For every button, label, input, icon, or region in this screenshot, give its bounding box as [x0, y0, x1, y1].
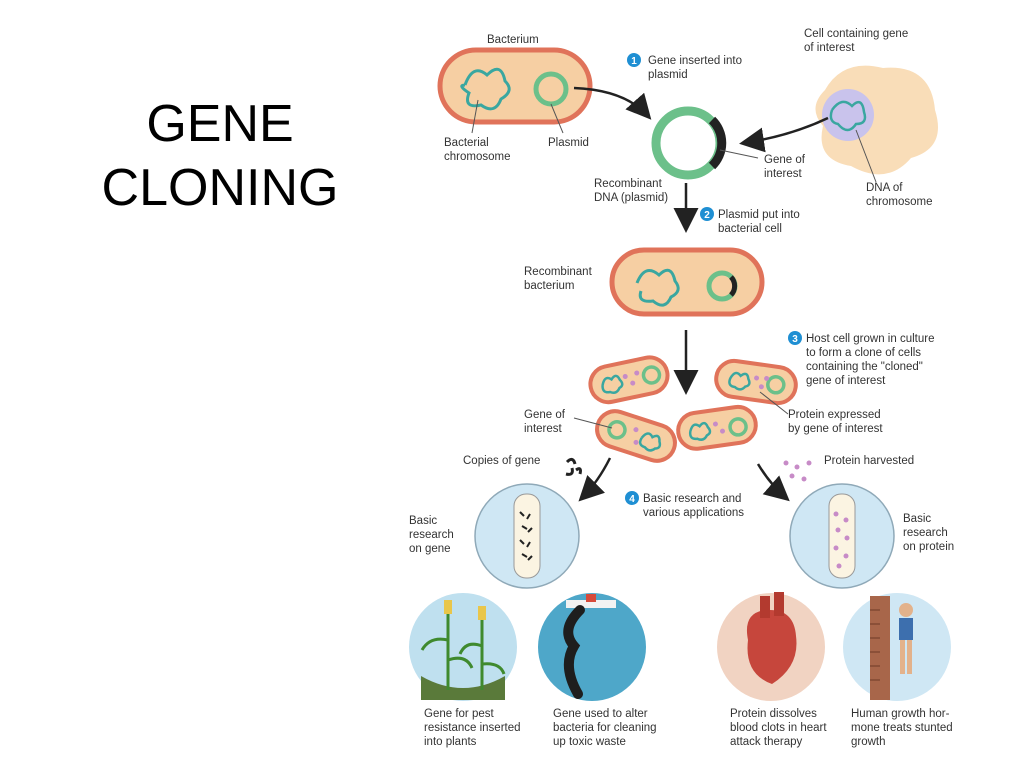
arrow-to-gene-research — [578, 457, 612, 502]
svg-text:1: 1 — [631, 56, 637, 67]
label-basic-research-protein: Basic research on protein — [903, 513, 954, 553]
label-dna-of-chromosome: DNA of chromosome — [866, 182, 932, 208]
step-badge-4: 4 — [625, 491, 639, 505]
recombinant-bacterium — [609, 247, 765, 317]
label-gene-of-interest-mid: Gene of interest — [524, 409, 568, 435]
harvested-protein — [783, 460, 812, 482]
label-copies-of-gene: Copies of gene — [463, 455, 540, 467]
label-app-heart: Protein dissolves blood clots in heart a… — [730, 708, 830, 748]
svg-text:2: 2 — [704, 210, 710, 221]
leader-lines — [471, 99, 877, 429]
label-protein-harvested: Protein harvested — [824, 455, 914, 467]
label-step-4: Basic research and various applications — [643, 493, 745, 519]
label-gene-of-interest-top: Gene of interest — [764, 154, 808, 180]
step-badge-1: 1 — [627, 53, 641, 67]
label-cell-containing-gene: Cell containing gene of interest — [804, 28, 911, 54]
label-plasmid: Plasmid — [548, 137, 589, 149]
slide-title: GENE CLONING — [60, 92, 380, 220]
slide-title-line-2: CLONING — [101, 159, 339, 217]
label-app-bacteria: Gene used to alter bacteria for cleaning… — [553, 708, 660, 748]
bacterial-chromosome — [460, 67, 511, 111]
chromosome-dna — [829, 100, 867, 132]
label-recombinant-bacterium: Recombinant bacterium — [524, 266, 595, 292]
label-recombinant-dna: Recombinant DNA (plasmid) — [594, 178, 668, 204]
clone-cells — [588, 355, 798, 463]
label-basic-research-gene: Basic research on gene — [409, 515, 457, 555]
label-bacterium: Bacterium — [487, 34, 539, 46]
label-app-growth: Human growth hor- mone treats stunted gr… — [851, 708, 956, 748]
label-step-3: Host cell grown in culture to form a clo… — [806, 333, 938, 387]
gene-research-circle — [474, 483, 580, 589]
application-plants-image — [409, 593, 517, 701]
protein-research-circle — [789, 483, 895, 589]
top-arrows — [573, 86, 829, 395]
application-toxic-waste-image — [538, 593, 646, 701]
label-protein-expressed: Protein expressed by gene of interest — [788, 409, 884, 435]
svg-text:4: 4 — [629, 494, 635, 505]
label-step-1: Gene inserted into plasmid — [648, 55, 745, 81]
clone-cell-4 — [676, 404, 758, 451]
step-badge-2: 2 — [700, 207, 714, 221]
application-growth-image — [843, 593, 951, 701]
label-bacterial-chromosome: Bacterial chromosome — [444, 137, 510, 163]
clone-cell-1 — [588, 355, 670, 405]
gene-copies — [565, 457, 582, 476]
step-badge-3: 3 — [788, 331, 802, 345]
label-step-2: Plasmid put into bacterial cell — [718, 209, 803, 235]
donor-cell — [815, 65, 938, 175]
arrow-to-protein-research — [756, 463, 790, 502]
slide-title-line-1: GENE — [146, 95, 294, 153]
source-bacterium — [437, 47, 593, 125]
label-app-plants: Gene for pest resistance inserted into p… — [424, 708, 524, 748]
clone-cell-2 — [714, 358, 798, 406]
application-heart-image — [717, 592, 825, 701]
svg-text:3: 3 — [792, 334, 798, 345]
recombinant-plasmid — [651, 106, 727, 180]
clone-cell-3 — [595, 409, 677, 463]
